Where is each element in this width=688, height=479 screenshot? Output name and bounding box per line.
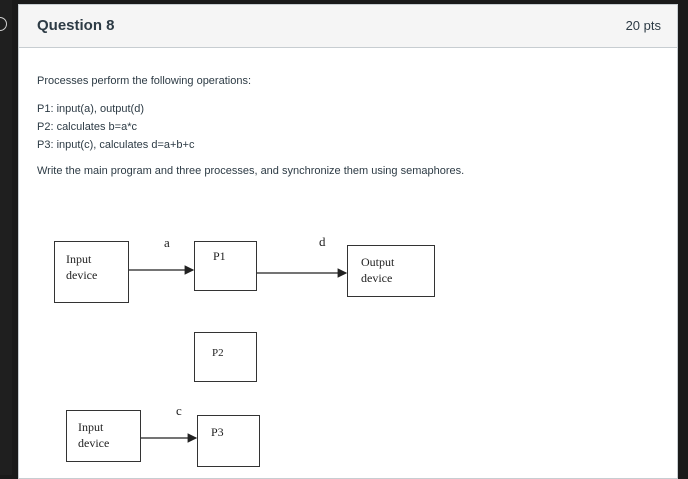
left-margin (0, 0, 12, 475)
process-p2-box: P2 (194, 332, 257, 382)
operation-p1: P1: input(a), output(d) (37, 103, 145, 115)
output-device-box: Output device (347, 245, 435, 297)
output-device-label-line2: device (361, 271, 393, 286)
process-p2-label: P2 (212, 347, 224, 359)
operation-p3: P3: input(c), calculates d=a+b+c (37, 139, 195, 151)
question-card: Question 8 20 pts Processes perform the … (18, 4, 678, 479)
input-device-box-bottom: Input device (66, 410, 141, 462)
operation-p2: P2: calculates b=a*c (37, 121, 137, 133)
question-header: Question 8 20 pts (19, 5, 677, 48)
process-p1-box: P1 (194, 241, 257, 291)
process-p3-label: P3 (211, 425, 224, 439)
label-a: a (164, 235, 170, 250)
operations-list: P1: input(a), output(d) P2: calculates b… (37, 103, 659, 151)
question-body: Processes perform the following operatio… (37, 75, 659, 177)
diagram-arrows (129, 265, 348, 443)
input-device-label-line1: Input (78, 420, 104, 434)
label-d: d (319, 234, 326, 249)
input-device-label-line2: device (78, 436, 110, 451)
input-device-box-top: Input device (54, 241, 129, 303)
process-p3-box: P3 (197, 415, 260, 467)
input-device-label-line2: device (66, 268, 98, 283)
question-intro: Processes perform the following operatio… (37, 75, 251, 87)
question-points: 20 pts (625, 18, 661, 33)
label-c: c (176, 403, 182, 418)
output-device-label-line1: Output (361, 255, 395, 269)
question-title: Question 8 (37, 17, 115, 34)
question-instruction: Write the main program and three process… (37, 165, 465, 177)
input-device-label-line1: Input (66, 252, 92, 266)
process-diagram: Input device a P1 d Output device P2 c I… (49, 233, 469, 473)
process-p1-label: P1 (213, 249, 226, 263)
